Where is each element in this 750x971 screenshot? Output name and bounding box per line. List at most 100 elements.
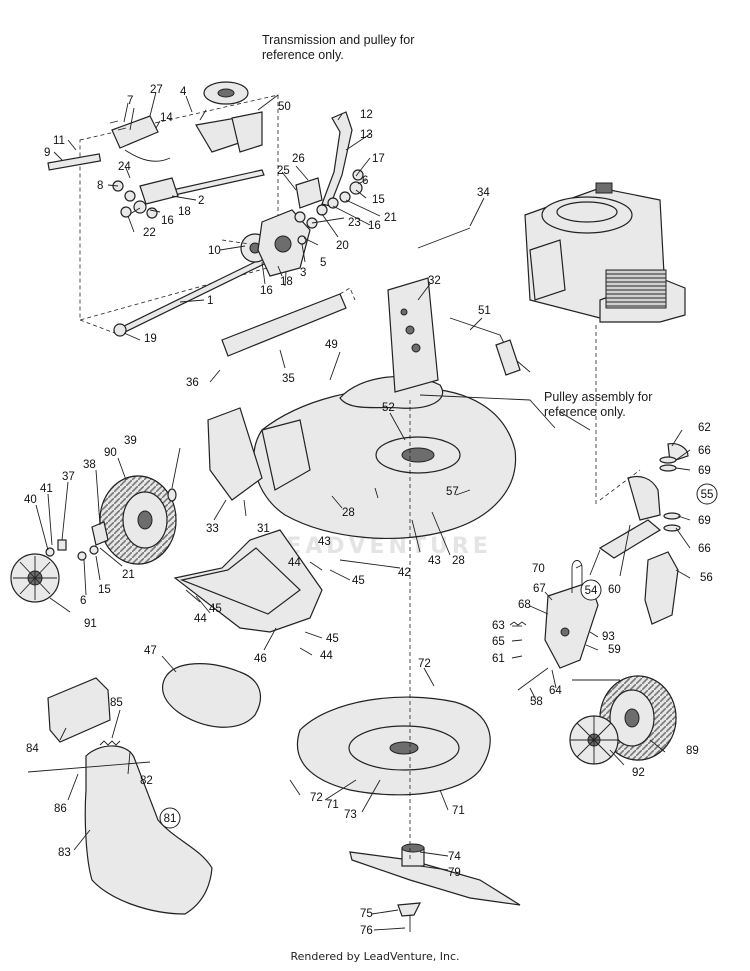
callout-11: 11 <box>53 135 65 147</box>
callout-15: 15 <box>98 584 111 596</box>
callout-71: 71 <box>326 799 339 811</box>
callout-60: 60 <box>608 584 621 596</box>
callout-65: 65 <box>492 636 505 648</box>
callout-16: 16 <box>161 215 174 227</box>
callout-8: 8 <box>97 180 103 192</box>
callout-6: 6 <box>362 175 368 187</box>
callout-28: 28 <box>342 507 355 519</box>
callout-4: 4 <box>180 86 187 98</box>
callout-57: 57 <box>446 486 459 498</box>
callout-44: 44 <box>194 613 207 625</box>
footer-credit: Rendered by LeadVenture, Inc. <box>290 950 460 963</box>
callout-52: 52 <box>382 402 395 414</box>
callout-23: 23 <box>348 217 361 229</box>
callout-76: 76 <box>360 925 373 937</box>
callout-69: 69 <box>698 515 711 527</box>
callout-47: 47 <box>144 645 157 657</box>
pulley-reference-note: Pulley assembly for reference only. <box>544 390 652 420</box>
callout-73: 73 <box>344 809 357 821</box>
callout-26: 26 <box>292 153 305 165</box>
callout-50: 50 <box>278 101 291 113</box>
callout-81: 81 <box>164 813 177 825</box>
callout-92: 92 <box>632 767 645 779</box>
callout-59: 59 <box>608 644 621 656</box>
callout-37: 37 <box>62 471 75 483</box>
callout-61: 61 <box>492 653 505 665</box>
callout-15: 15 <box>372 194 385 206</box>
callout-21: 21 <box>122 569 135 581</box>
callout-10: 10 <box>208 245 221 257</box>
callout-24: 24 <box>118 161 131 173</box>
callout-45: 45 <box>326 633 339 645</box>
callout-6: 6 <box>80 595 86 607</box>
callout-2: 2 <box>198 195 204 207</box>
callout-43: 43 <box>318 536 331 548</box>
callout-18: 18 <box>280 276 293 288</box>
callout-32: 32 <box>428 275 441 287</box>
callout-90: 90 <box>104 447 117 459</box>
leader-lines <box>35 91 691 931</box>
callout-17: 17 <box>372 153 385 165</box>
callout-45: 45 <box>352 575 365 587</box>
rear-assembly <box>417 227 689 765</box>
callout-72: 72 <box>418 658 431 670</box>
callout-18: 18 <box>178 206 191 218</box>
callout-44: 44 <box>320 650 333 662</box>
height-adjust-group <box>257 111 364 277</box>
callout-54-ring <box>580 579 602 601</box>
callout-75: 75 <box>360 908 373 920</box>
callout-55-ring <box>696 483 718 505</box>
callout-71: 71 <box>452 805 465 817</box>
mower-deck <box>10 277 517 603</box>
callout-72: 72 <box>310 792 323 804</box>
callout-39: 39 <box>124 435 137 447</box>
callout-33: 33 <box>206 523 219 535</box>
callout-27: 27 <box>150 84 163 96</box>
callout-89: 89 <box>686 745 699 757</box>
callout-9: 9 <box>44 147 50 159</box>
callout-68: 68 <box>518 599 531 611</box>
transmission-reference-note: Transmission and pulley for reference on… <box>262 33 414 63</box>
callout-40: 40 <box>24 494 37 506</box>
callout-69: 69 <box>698 465 711 477</box>
callout-34: 34 <box>477 187 490 199</box>
callout-16: 16 <box>260 285 273 297</box>
transmission-note-line-2: reference only. <box>262 48 344 62</box>
callout-63: 63 <box>492 620 505 632</box>
callout-51: 51 <box>478 305 491 317</box>
callout-85: 85 <box>110 697 123 709</box>
callout-43: 43 <box>428 555 441 567</box>
callout-45: 45 <box>209 603 222 615</box>
callout-38: 38 <box>83 459 96 471</box>
callout-70: 70 <box>532 563 545 575</box>
callout-1: 1 <box>207 295 213 307</box>
transmission-group <box>47 81 304 337</box>
callout-13: 13 <box>360 129 373 141</box>
engine <box>524 182 686 323</box>
callout-54: 54 <box>585 585 598 597</box>
transmission-note-line-1: Transmission and pulley for <box>262 33 415 47</box>
callout-31: 31 <box>257 523 270 535</box>
callout-56: 56 <box>700 572 713 584</box>
callout-20: 20 <box>336 240 349 252</box>
callout-42: 42 <box>398 567 411 579</box>
callout-67: 67 <box>533 583 546 595</box>
callout-49: 49 <box>325 339 338 351</box>
callout-79: 79 <box>448 867 461 879</box>
callout-74: 74 <box>448 851 461 863</box>
callout-7: 7 <box>127 95 133 107</box>
callout-44: 44 <box>288 557 301 569</box>
callout-35: 35 <box>282 373 295 385</box>
callout-46: 46 <box>254 653 267 665</box>
callout-64: 64 <box>549 685 562 697</box>
callout-66: 66 <box>698 445 711 457</box>
callout-14: 14 <box>160 112 173 124</box>
callout-91: 91 <box>84 618 97 630</box>
baffle-blade <box>296 696 521 932</box>
callout-62: 62 <box>698 422 711 434</box>
callout-86: 86 <box>54 803 67 815</box>
callout-36: 36 <box>186 377 199 389</box>
callout-12: 12 <box>360 109 373 121</box>
callout-55: 55 <box>701 489 714 501</box>
